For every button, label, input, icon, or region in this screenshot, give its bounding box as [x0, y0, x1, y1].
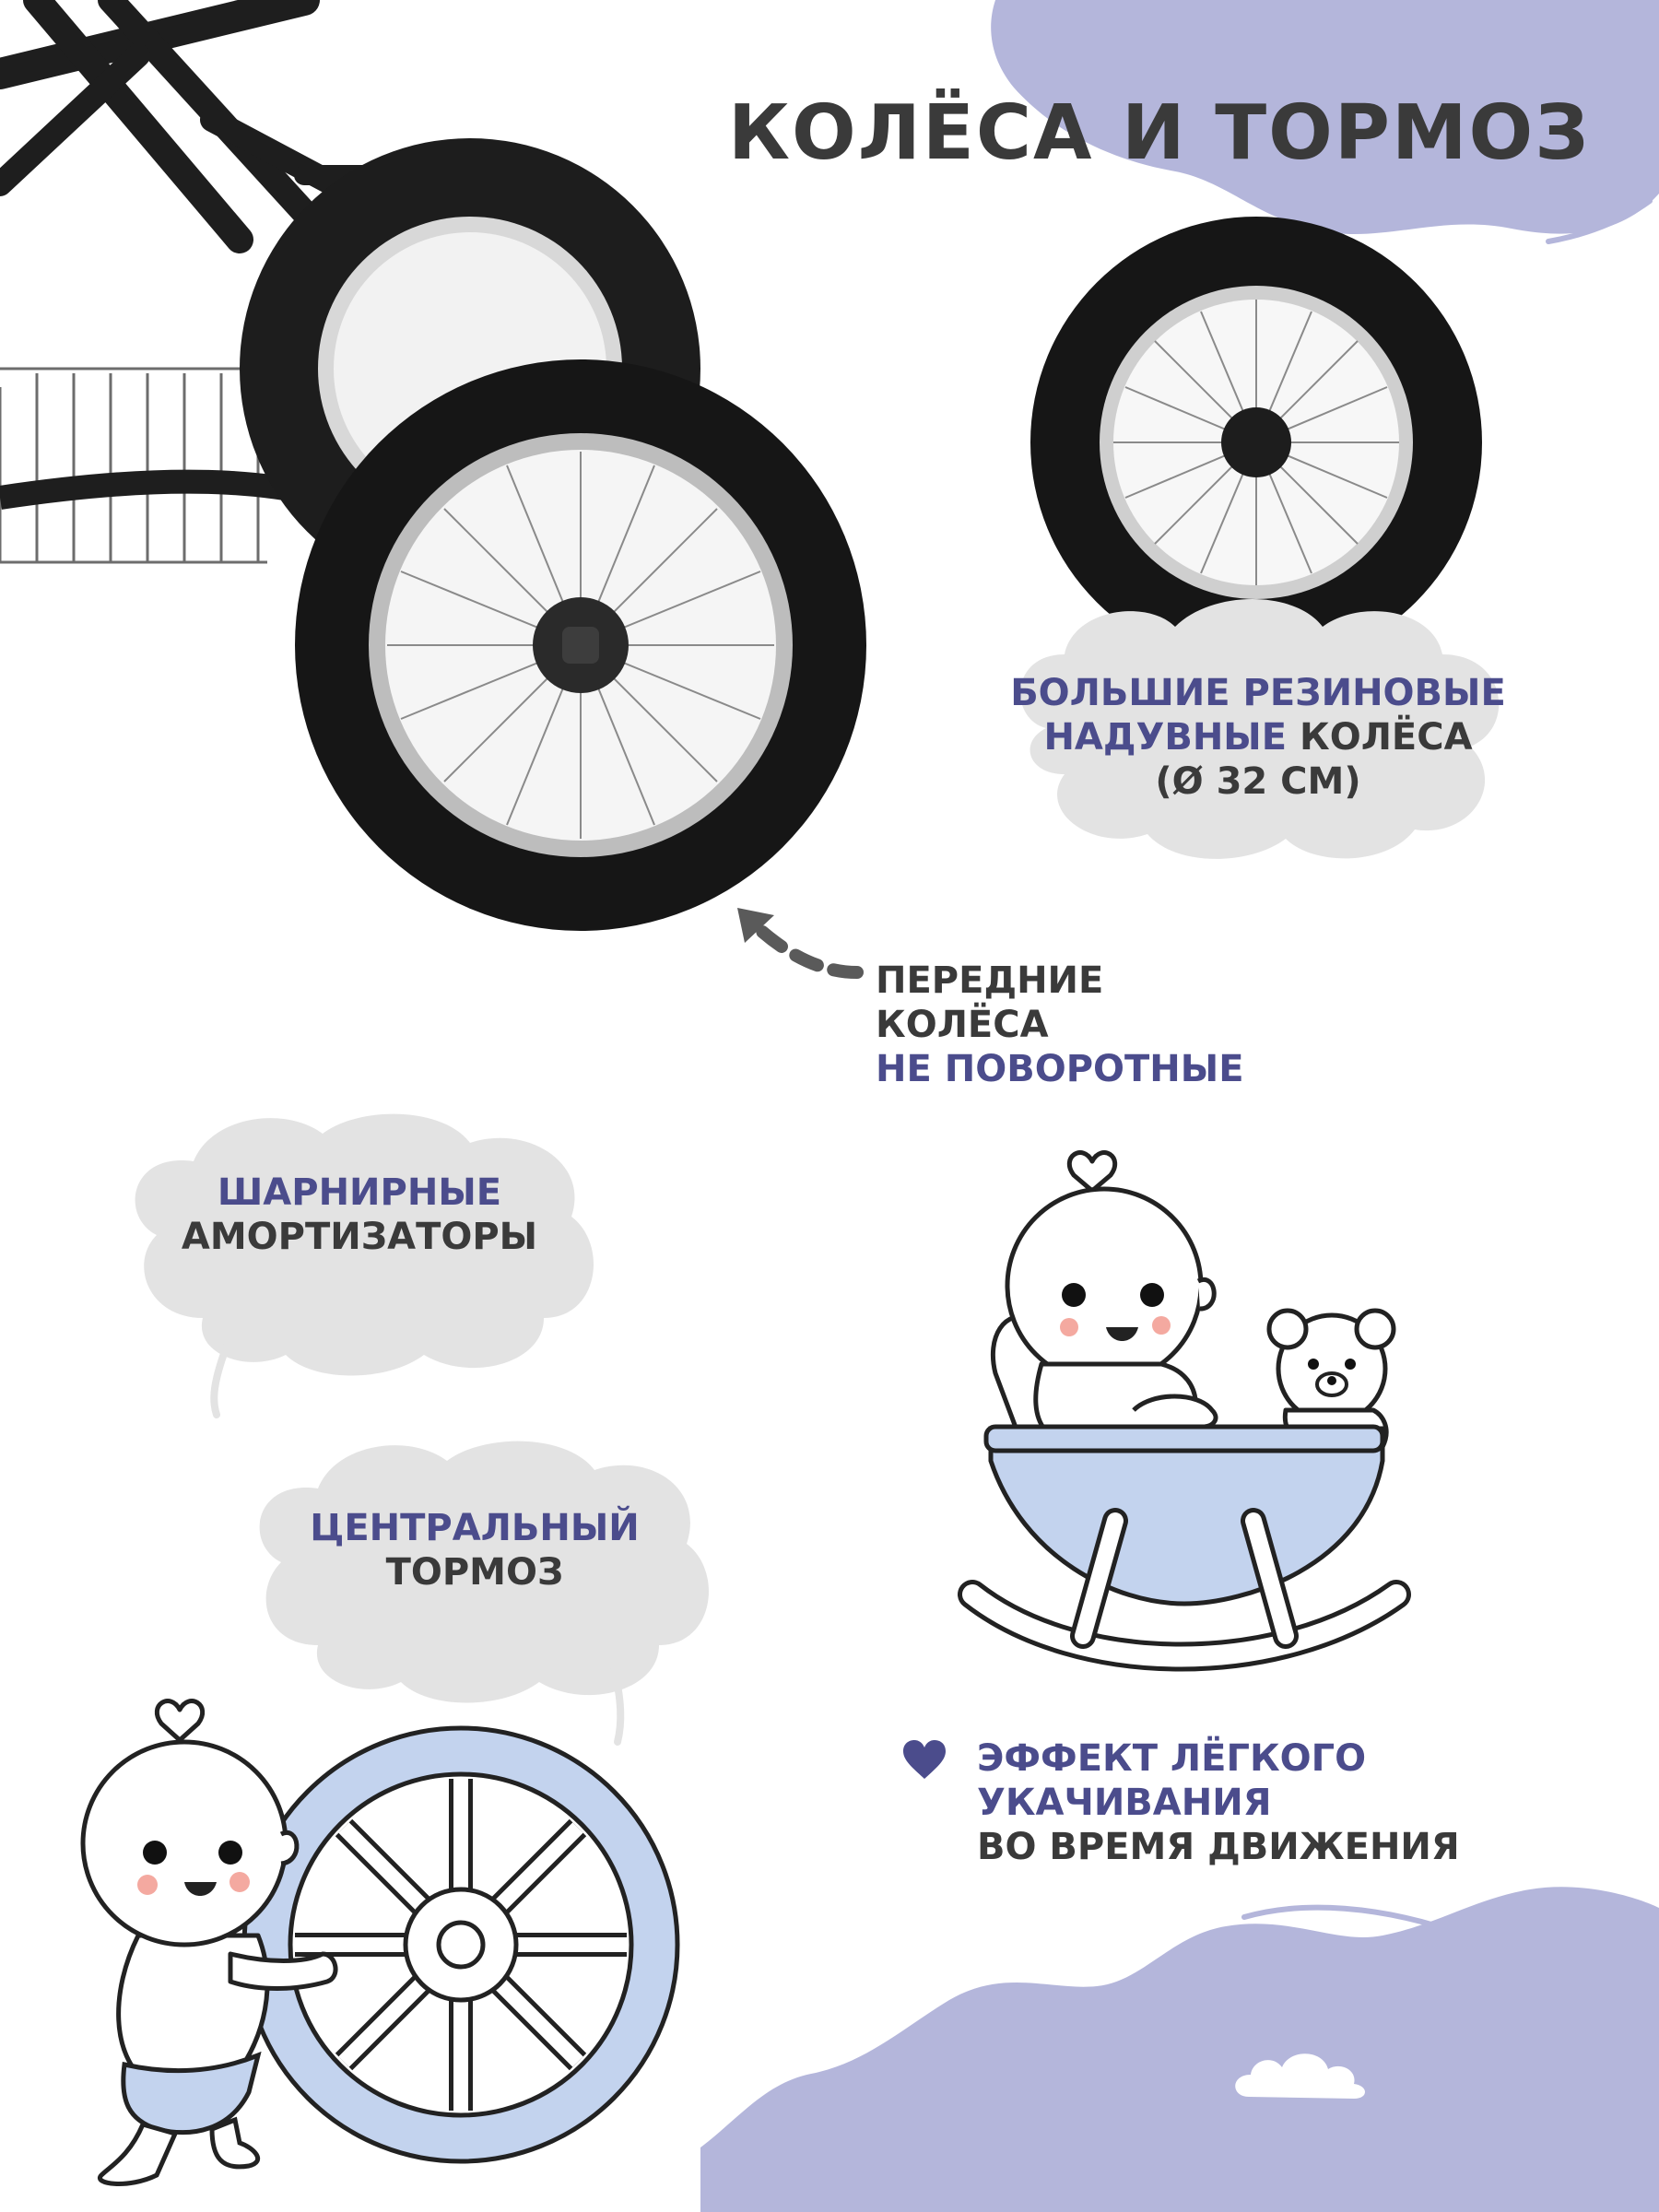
- front-wheels-line1: ПЕРЕДНИЕ КОЛЁСА: [876, 959, 1104, 1046]
- speech-bubble-wheels: [1020, 599, 1500, 859]
- wheel-photo: [1030, 217, 1482, 668]
- rocking-line1: ЭФФЕКТ ЛЁГКОГО УКАЧИВАНИЯ: [977, 1737, 1367, 1824]
- front-wheels-line2: НЕ ПОВОРОТНЫЕ: [876, 1048, 1244, 1090]
- big-wheels-line2-dark: КОЛЁСА: [1287, 716, 1473, 759]
- brake-line1: ЦЕНТРАЛЬНЫЙ: [310, 1507, 640, 1549]
- baby-with-wheel-illustration: [80, 1699, 680, 2186]
- big-wheels-caption: БОЛЬШИЕ РЕЗИНОВЫЕ НАДУВНЫЕ КОЛЁСА (Ø 32 …: [991, 671, 1525, 804]
- big-wheels-line2: НАДУВНЫЕ КОЛЁСА: [991, 715, 1525, 759]
- arrow-icon: [737, 908, 864, 979]
- front-wheels-caption: ПЕРЕДНИЕ КОЛЁСА НЕ ПОВОРОТНЫЕ: [876, 959, 1263, 1091]
- speech-bubble-brake: [259, 1441, 709, 1746]
- big-wheels-line3: (Ø 32 СМ): [1155, 760, 1361, 803]
- speech-bubble-shock: [135, 1113, 594, 1418]
- big-wheels-line1: БОЛЬШИЕ РЕЗИНОВЫЕ: [1010, 672, 1506, 714]
- brake-caption: ЦЕНТРАЛЬНЫЙ ТОРМОЗ: [235, 1506, 714, 1594]
- rocking-line2: ВО ВРЕМЯ ДВИЖЕНИЯ: [977, 1826, 1460, 1868]
- shock-line1: ШАРНИРНЫЕ: [217, 1171, 502, 1214]
- shock-caption: ШАРНИРНЫЕ АМОРТИЗАТОРЫ: [111, 1171, 608, 1259]
- rocking-caption: ЭФФЕКТ ЛЁГКОГО УКАЧИВАНИЯ ВО ВРЕМЯ ДВИЖЕ…: [977, 1736, 1622, 1869]
- brake-line2: ТОРМОЗ: [385, 1551, 564, 1594]
- shock-line2: АМОРТИЗАТОРЫ: [181, 1216, 538, 1258]
- baby-in-cradle-illustration: [958, 1150, 1411, 1672]
- heart-icon: [903, 1740, 946, 1779]
- page-title: КОЛЁСА И ТОРМОЗ: [728, 89, 1591, 177]
- cloud-icon: [1235, 2053, 1365, 2099]
- stroller-wheels-photo: [0, 0, 866, 931]
- big-wheels-line2-accent: НАДУВНЫЕ: [1043, 716, 1288, 759]
